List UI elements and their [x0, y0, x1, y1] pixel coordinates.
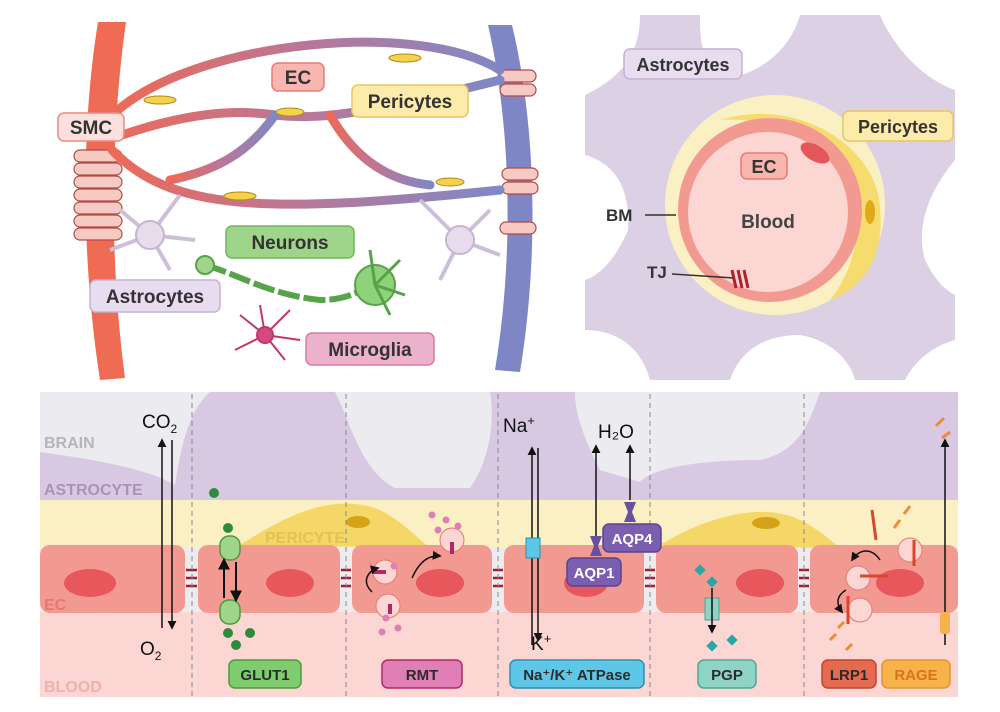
glut1-column: [209, 488, 255, 650]
transporter-badges: GLUT1 RMT Na⁺/K⁺ ATPase PGP LRP1 RAGE: [228, 659, 951, 689]
capillary-network: [103, 37, 505, 209]
layer-label-blood: BLOOD: [44, 679, 102, 696]
badge-pgp: PGP: [697, 659, 757, 689]
pgp-column: [694, 564, 738, 652]
h2o-label: H₂O: [598, 422, 634, 443]
svg-text:EC: EC: [751, 157, 776, 177]
svg-text:Na⁺/K⁺ ATPase: Na⁺/K⁺ ATPase: [523, 667, 631, 684]
astrocyte-cells: [109, 193, 501, 281]
svg-text:Pericytes: Pericytes: [858, 117, 938, 137]
rmt-column: [365, 511, 465, 636]
na-k-column: Na+ K+: [503, 413, 551, 655]
badge-rage-bg: [881, 659, 951, 689]
svg-text:Microglia: Microglia: [328, 340, 412, 361]
smc-rings: [73, 149, 123, 241]
svg-text:EC: EC: [285, 68, 312, 89]
badge-rage: RAGE: [881, 659, 951, 689]
column-separators: [191, 394, 805, 697]
label-pericytes-b: Pericytes: [842, 110, 954, 142]
badge-glut1: GLUT1: [228, 659, 302, 689]
label-astrocytes-a: Astrocytes: [89, 279, 221, 313]
na-label: Na+: [503, 413, 535, 437]
co2-label: CO2: [142, 412, 178, 436]
blood-lumen: [688, 132, 848, 292]
badge-lrp1: LRP1: [821, 659, 877, 689]
k-label: K+: [531, 631, 551, 655]
label-smc: SMC: [57, 112, 125, 142]
transport-panel: BRAIN ASTROCYTE PERICYTE EC BLOOD CO2 O2: [40, 392, 958, 697]
svg-text:RAGE: RAGE: [894, 667, 937, 684]
label-blood: Blood: [741, 212, 795, 233]
aqp1-badge: AQP1: [566, 557, 622, 587]
badge-atpase: Na⁺/K⁺ ATPase: [509, 659, 645, 689]
svg-text:LRP1: LRP1: [830, 667, 868, 684]
aquaporin-column: H₂O AQP1 AQP4: [566, 422, 662, 587]
badge-atpase-bg: [509, 659, 645, 689]
svg-text:AQP4: AQP4: [612, 531, 654, 548]
lrp1-rage-column: [828, 416, 951, 652]
svg-text:PGP: PGP: [711, 667, 743, 684]
gas-diffusion: CO2 O2: [140, 412, 178, 663]
label-bm: BM: [606, 206, 632, 225]
capillary-pericytes: [143, 53, 465, 201]
svg-text:Neurons: Neurons: [251, 233, 328, 254]
label-ec-b: EC: [740, 152, 788, 180]
label-neurons: Neurons: [225, 225, 355, 259]
cross-section-panel: Astrocytes Pericytes EC Blood BM TJ: [585, 15, 955, 380]
badge-pgp-bg: [697, 659, 757, 689]
badge-rmt-bg: [381, 659, 463, 689]
blood-layer: [40, 612, 958, 697]
vein-pericyte-rings: [499, 69, 539, 235]
svg-text:Astrocytes: Astrocytes: [636, 55, 729, 75]
label-pericytes-a: Pericytes: [351, 84, 469, 118]
label-microglia: Microglia: [305, 332, 435, 366]
astrocyte-layer: [40, 392, 958, 500]
layer-label-astrocyte: ASTROCYTE: [44, 482, 143, 499]
svg-text:AQP1: AQP1: [574, 565, 615, 582]
neuron: [195, 249, 406, 316]
svg-text:Astrocytes: Astrocytes: [106, 287, 204, 308]
label-astrocytes-b: Astrocytes: [623, 48, 743, 80]
badge-glut1-bg: [228, 659, 302, 689]
neurovascular-panel: SMC EC Pericytes Neurons Astrocytes Micr…: [57, 22, 539, 380]
microglia-cell: [234, 304, 301, 361]
label-tj: TJ: [647, 263, 667, 282]
layer-label-pericyte: PERICYTE: [265, 530, 345, 547]
svg-text:SMC: SMC: [70, 118, 113, 139]
badge-lrp1-bg: [821, 659, 877, 689]
badge-rmt: RMT: [381, 659, 463, 689]
svg-text:Pericytes: Pericytes: [368, 92, 453, 113]
vein: [488, 25, 533, 372]
o2-label: O2: [140, 639, 162, 663]
aqp4-badge: AQP4: [602, 523, 662, 553]
layer-label-ec: EC: [44, 597, 67, 614]
svg-text:RMT: RMT: [406, 667, 439, 684]
tight-junction-marks: [730, 269, 750, 289]
label-ec: EC: [271, 62, 325, 92]
svg-text:GLUT1: GLUT1: [240, 667, 289, 684]
layer-label-brain: BRAIN: [44, 435, 95, 452]
